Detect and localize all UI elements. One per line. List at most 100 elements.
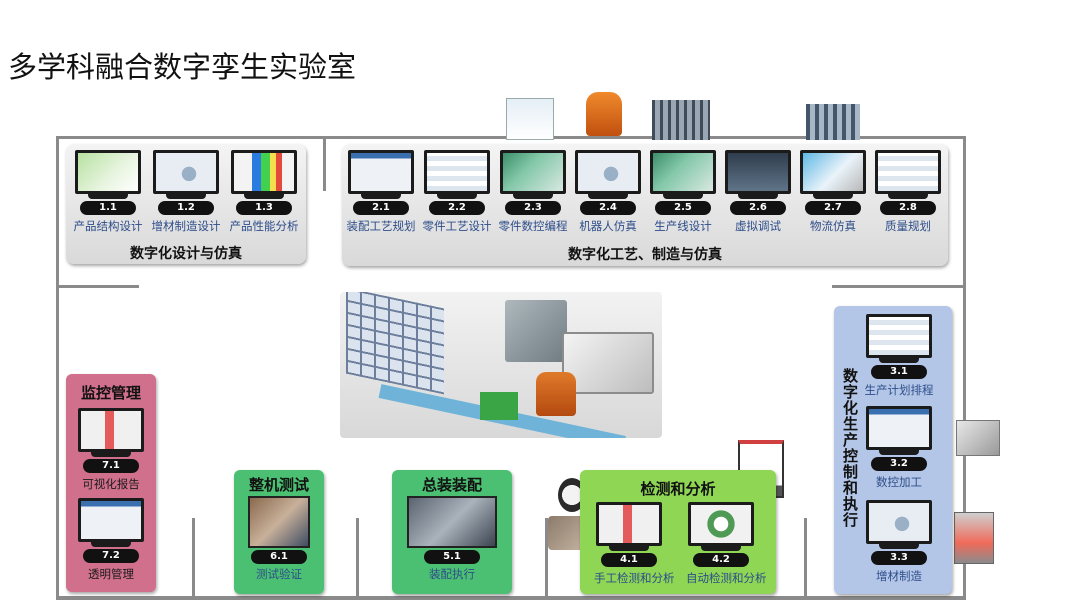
monitor [153,150,219,194]
module-4-2[interactable]: 4.2 自动检测和分析 [686,502,767,586]
robot-simulation-screen-icon [578,153,638,191]
module-label: 生产计划排程 [864,383,934,397]
monitor-stand [888,194,928,199]
cnc-machining-screen-icon [869,409,929,447]
panel-title: 数字化生产控制和执行 [841,368,859,528]
final-assembly-panel: 总装装配 5.1 装配执行 [392,470,512,594]
logistics-simulation-screen-icon [803,153,863,191]
module-label: 机器人仿真 [579,219,637,233]
module-label: 产品结构设计 [73,219,143,233]
manual-inspection-screen-icon [599,505,659,543]
monitor [78,498,144,542]
module-label: 物流仿真 [810,219,856,233]
monitor [800,150,866,194]
module-label: 增材制造设计 [151,219,221,233]
additive-manufacturing-screen-icon [869,503,929,541]
assembly-planning-screen-icon [351,153,411,191]
divider [59,285,139,288]
monitor-stand [244,194,284,199]
module-2-8[interactable]: 2.8 质量规划 [873,150,943,234]
module-2-4[interactable]: 2.4 机器人仿真 [573,150,643,234]
monitor [875,150,941,194]
module-number: 2.7 [805,201,861,215]
module-1-3[interactable]: 1.3 产品性能分析 [229,150,299,234]
module-number: 2.6 [730,201,786,215]
module-label: 手工检测和分析 [594,571,675,585]
module-number: 2.1 [353,201,409,215]
module-number: 6.1 [251,550,307,564]
monitor-stand [738,194,778,199]
monitor-stand [513,194,553,199]
module-2-3[interactable]: 2.3 零件数控编程 [498,150,568,234]
panel-title: 数字化设计与仿真 [130,246,242,262]
monitor-stand [88,194,128,199]
monitor [725,150,791,194]
module-7-1[interactable]: 7.1 可视化报告 [76,408,146,492]
process-manufacturing-panel: 2.1 装配工艺规划 2.2 零件工艺设计 2.3 零件数控编程 2.4 机器人… [342,144,948,266]
storage-rack-icon [346,292,444,395]
dashboard-screen-icon [81,411,141,449]
monitor-stand [588,194,628,199]
module-number: 3.2 [871,457,927,471]
module-number: 2.3 [505,201,561,215]
divider [832,285,964,288]
module-label: 虚拟调试 [735,219,781,233]
module-label: 增材制造 [876,569,922,583]
lathe-icon [562,332,654,394]
monitor [596,502,662,546]
module-number: 3.1 [871,365,927,379]
monitor-stand [813,194,853,199]
auto-inspection-screen-icon [691,505,751,543]
monitoring-management-panel: 监控管理 7.1 可视化报告 7.2 透明管理 [66,374,156,592]
module-label: 装配工艺规划 [346,219,416,233]
module-label: 生产线设计 [654,219,712,233]
monitor [78,408,144,452]
panel-title: 检测和分析 [640,480,716,498]
module-4-1[interactable]: 4.1 手工检测和分析 [594,502,675,586]
module-5-1[interactable]: 5.1 装配执行 [406,496,498,582]
divider [323,139,326,191]
divider [804,518,807,600]
3d-printer-icon [954,512,994,564]
module-2-6[interactable]: 2.6 虚拟调试 [723,150,793,234]
module-number: 2.4 [580,201,636,215]
monitor [650,150,716,194]
module-7-2[interactable]: 7.2 透明管理 [76,498,146,582]
monitor-stand [91,542,131,547]
module-3-2[interactable]: 3.2 数控加工 [864,406,934,490]
inspection-analysis-panel: 检测和分析 4.1 手工检测和分析 4.2 自动检测和分析 [580,470,776,594]
module-number: 4.2 [693,553,749,567]
module-number: 4.1 [601,553,657,567]
design-simulation-panel: 1.1 产品结构设计 1.2 增材制造设计 1.3 产品性能分析 数字化设计与仿… [66,144,306,264]
page-title: 多学科融合数字孪生实验室 [8,50,357,84]
monitor [866,500,932,544]
additive-design-screen-icon [156,153,216,191]
module-3-1[interactable]: 3.1 生产计划排程 [864,314,934,398]
module-2-7[interactable]: 2.7 物流仿真 [798,150,868,234]
monitor [424,150,490,194]
production-control-panel: 数字化生产控制和执行 3.1 生产计划排程 3.2 数控加工 3.3 增材制造 [834,306,952,594]
cnc-machine-icon [956,420,1000,456]
module-1-1[interactable]: 1.1 产品结构设计 [73,150,143,234]
machining-center-icon [505,300,567,362]
module-2-5[interactable]: 2.5 生产线设计 [648,150,718,234]
monitor [75,150,141,194]
monitor-stand [879,544,919,549]
divider [356,518,359,600]
monitor-stand [91,452,131,457]
module-1-2[interactable]: 1.2 增材制造设计 [151,150,221,234]
transparent-management-screen-icon [81,501,141,539]
module-label: 可视化报告 [82,477,140,491]
module-number: 5.1 [424,550,480,564]
module-2-1[interactable]: 2.1 装配工艺规划 [346,150,416,234]
industrial-robot-icon [536,372,576,416]
simulation-heatmap-screen-icon [234,153,294,191]
module-number: 1.3 [236,201,292,215]
monitor-stand [663,194,703,199]
module-2-2[interactable]: 2.2 零件工艺设计 [422,150,492,234]
module-6-1[interactable]: 6.1 测试验证 [244,496,314,582]
monitor [688,502,754,546]
scheduling-screen-icon [869,317,929,355]
divider [192,518,195,600]
module-3-3[interactable]: 3.3 增材制造 [864,500,934,584]
